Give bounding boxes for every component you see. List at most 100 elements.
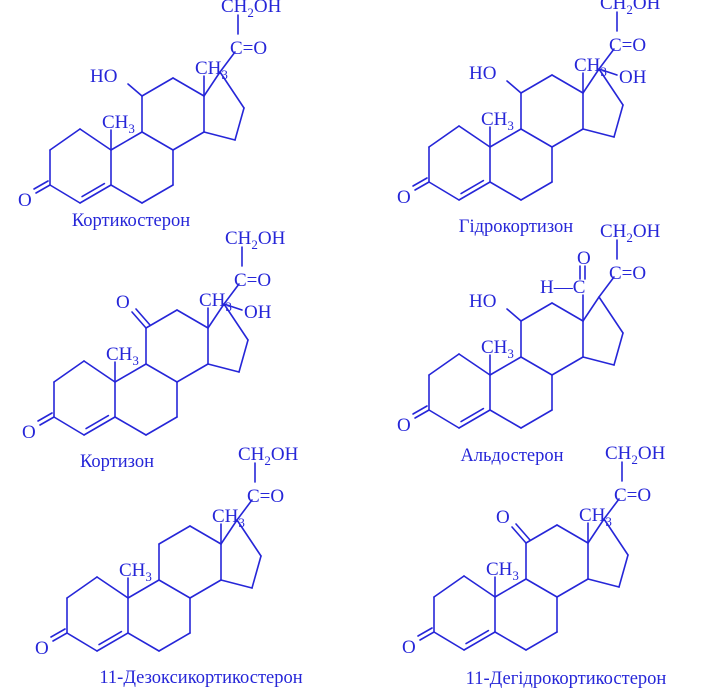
double-bond-c4-c5 xyxy=(460,179,485,195)
ketone-bond xyxy=(412,177,428,187)
ring-bond xyxy=(525,631,558,651)
ring-bond xyxy=(145,416,178,436)
ring-bond xyxy=(172,77,205,97)
molecule-name: Гідрокортизон xyxy=(459,217,573,237)
subscript: 3 xyxy=(600,64,607,79)
ring-bond xyxy=(220,519,238,545)
double-bond-c4-c5 xyxy=(465,629,490,645)
ring-bond xyxy=(520,128,553,148)
ring-bond xyxy=(53,360,85,383)
double-bond-c4-c5 xyxy=(98,630,123,646)
ring-bond xyxy=(433,631,465,651)
ring-bond xyxy=(176,309,209,329)
formula-tail: OH xyxy=(638,443,666,464)
hydroxyl-11-bond xyxy=(506,308,522,322)
hydroxyl-11-bond xyxy=(127,83,143,97)
ring-bond xyxy=(582,68,600,94)
subscript: 3 xyxy=(512,568,519,583)
ring-bond xyxy=(189,525,222,545)
hydroxyl-11-label: HO xyxy=(90,66,117,87)
hydroxyl-17-label: OH xyxy=(619,67,647,88)
ring-bond xyxy=(141,77,174,97)
ch3-c19-label: CH3 xyxy=(102,112,135,136)
ring-bond xyxy=(234,107,245,141)
ring-bond xyxy=(587,578,620,588)
carbonyl-label: C=O xyxy=(609,263,646,284)
hydroxyl-11-label: HO xyxy=(469,291,496,312)
ch3-c18-label: CH3 xyxy=(195,58,228,82)
ring-bond xyxy=(96,632,129,652)
ring-bond xyxy=(158,632,191,652)
ring-bond xyxy=(458,353,491,376)
formula-tail: OH xyxy=(271,444,299,465)
subscript: 3 xyxy=(507,118,514,133)
ring-bond xyxy=(525,578,558,598)
ring-bond xyxy=(236,519,262,557)
molecule-name: Альдостерон xyxy=(460,446,563,466)
ring-bond xyxy=(598,296,624,334)
ring-bond xyxy=(489,128,522,148)
ketone-bond xyxy=(33,180,49,190)
ketone-bond xyxy=(50,628,66,638)
subscript: 3 xyxy=(132,353,139,368)
ring-bond xyxy=(582,296,600,322)
ring-bond xyxy=(433,575,465,598)
molecule-name: Кортизон xyxy=(80,452,154,472)
double-bond-c4-c5 xyxy=(460,407,485,423)
sidechain-bond xyxy=(219,51,236,73)
ring-bond xyxy=(428,125,460,148)
sidechain-bond xyxy=(598,276,615,298)
subscript: 3 xyxy=(238,515,245,530)
ring-bond xyxy=(489,181,522,201)
ketone-bond xyxy=(414,409,430,419)
molecule-name: 11-Дегідрокортикостерон xyxy=(466,669,667,689)
subscript: 3 xyxy=(221,67,228,82)
ring-bond xyxy=(172,131,205,151)
ketone-bond xyxy=(35,184,51,194)
ring-bond xyxy=(587,518,605,544)
ring-bond xyxy=(556,578,589,598)
ring-bond xyxy=(551,356,584,376)
ch3-c18-label: CH3 xyxy=(212,506,245,530)
subscript: 3 xyxy=(507,346,514,361)
ring-bond xyxy=(458,409,491,429)
ring-bond xyxy=(66,632,98,652)
ring-bond xyxy=(520,409,553,429)
hydroxyl-17-bond xyxy=(223,303,243,311)
ch2oh-label: CH2OH xyxy=(225,228,286,252)
oxo-11-bond xyxy=(131,311,147,329)
ring-bond xyxy=(613,332,624,366)
ring-bond xyxy=(251,555,262,589)
ring-bond xyxy=(428,181,460,201)
ketone-bond xyxy=(417,627,433,637)
ring-bond xyxy=(110,131,143,151)
ring-bond xyxy=(53,416,85,436)
formula-tail: OH xyxy=(258,228,286,249)
ring-bond xyxy=(598,68,624,106)
ring-bond xyxy=(551,74,584,94)
carbonyl-label: C=O xyxy=(234,270,271,291)
ring-bond xyxy=(494,631,527,651)
ring-bond xyxy=(141,131,174,151)
ring-bond xyxy=(238,339,249,373)
oxo-11-bond xyxy=(511,526,527,544)
ch2oh-label: CH2OH xyxy=(238,444,299,468)
ring-bond xyxy=(79,128,112,151)
ring-bond xyxy=(582,356,615,366)
ch3-c18-label: CH3 xyxy=(199,290,232,314)
subscript: 3 xyxy=(145,569,152,584)
ring-bond xyxy=(203,131,236,141)
ring-bond xyxy=(83,416,116,436)
ring-bond xyxy=(145,309,178,329)
aldehyde-h-label: H—C xyxy=(540,277,585,298)
ring-bond xyxy=(114,363,147,383)
sidechain-bond xyxy=(603,498,620,520)
ch3-c19-label: CH3 xyxy=(486,559,519,583)
subscript: 2 xyxy=(626,230,633,245)
subscript: 2 xyxy=(264,453,271,468)
